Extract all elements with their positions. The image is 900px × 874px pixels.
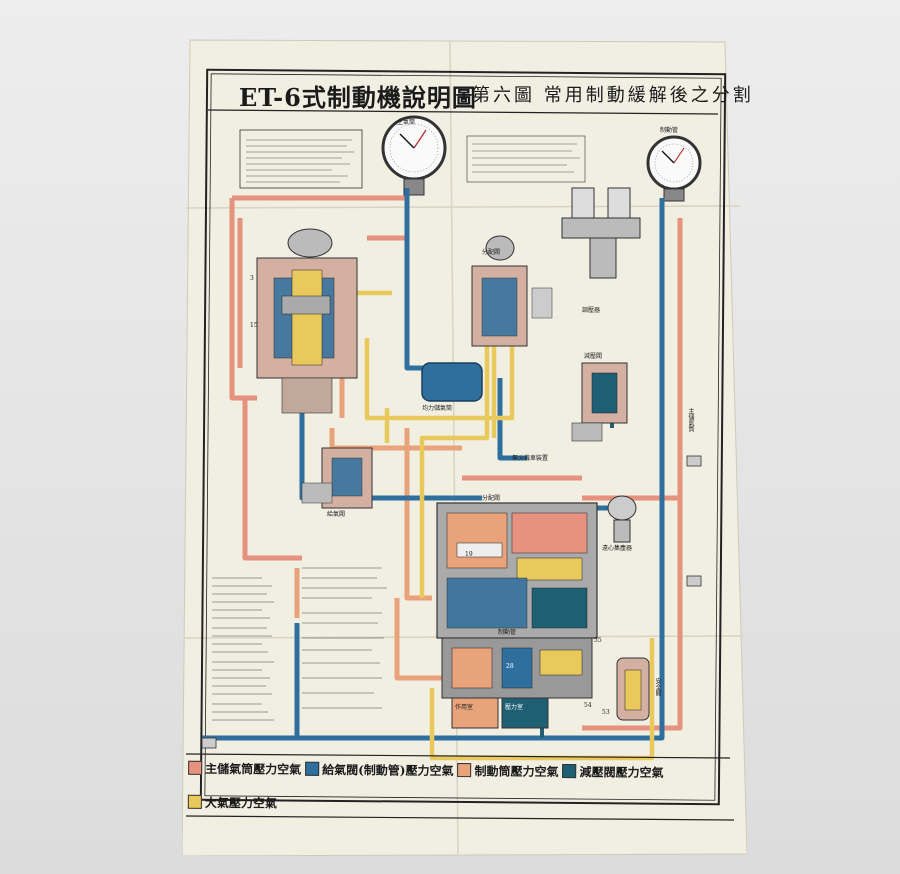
safety-valve [616, 657, 650, 721]
gauge-left [381, 115, 447, 196]
callout-55: 55 [594, 637, 602, 644]
diagram-frame [199, 68, 727, 806]
color-legend: 主儲氣筒壓力空氣 給氣閥(制動管)壓力空氣 制動筒壓力空氣 減壓閥壓力空氣 大氣… [184, 756, 716, 819]
legend-label: 主儲氣筒壓力空氣 [205, 761, 302, 777]
legend-rule [185, 753, 731, 759]
distributing-valve-label: 分配閥 [482, 495, 501, 502]
callout-28: 28 [506, 663, 514, 670]
feed-valve-label: 給氣閥 [327, 511, 346, 518]
centrifugal-collector [607, 495, 637, 543]
notes-box [239, 129, 363, 189]
safety-valve-label: 安全閥 [654, 678, 661, 696]
brake-pipe-label: 制動管 [498, 629, 517, 636]
reducing-valve-label: 減壓閥 [584, 353, 603, 360]
cocks-fittings [201, 455, 702, 749]
brake-diagram-poster: ET-6式制動機說明圖 第六圖 常用制動緩解後之分割 主氣筒 制動管 均力儲氣筒… [182, 38, 751, 856]
distributing-valve [436, 502, 598, 729]
parts-list [212, 567, 387, 721]
callout-54: 54 [584, 702, 592, 709]
callout-53: 53 [602, 709, 610, 716]
legend-item: 減壓閥壓力空氣 [562, 762, 664, 780]
poster-subtitle: 第六圖 常用制動緩解後之分割 [472, 85, 754, 106]
legend-item: 給氣閥(制動管)壓力空氣 [305, 760, 454, 778]
notes-lines-right [472, 143, 580, 173]
gauge-right [646, 135, 702, 202]
legend-swatch [188, 760, 203, 775]
legend-swatch [562, 763, 577, 779]
legend-rule-bottom [185, 815, 735, 821]
dead-engine-label: 無火機車裝置 [512, 455, 549, 462]
legend-swatch [457, 763, 472, 778]
title-rule [207, 109, 719, 115]
gauge-right-label: 制動管 [660, 127, 679, 134]
pressure-chamber-label: 壓力室 [505, 704, 524, 711]
legend-swatch [187, 794, 202, 809]
pump-governor [561, 187, 641, 279]
automatic-brake-valve [256, 228, 358, 414]
callout-19: 19 [465, 551, 473, 558]
legend-item: 主儲氣筒壓力空氣 [188, 759, 301, 777]
poster-title: ET-6式制動機說明圖 [239, 83, 477, 112]
brake-cylinder-label: 作用室 [455, 704, 474, 711]
fold-line [185, 205, 741, 209]
legend-label: 大氣壓力空氣 [204, 795, 277, 810]
centrifugal-collector-label: 遠心集塵器 [602, 545, 633, 552]
legend-item: 大氣壓力空氣 [187, 793, 277, 811]
legend-item: 制動筒壓力空氣 [457, 762, 559, 780]
notes-box-right [466, 135, 586, 183]
legend-swatch [305, 761, 320, 776]
legend-label: 給氣閥(制動管)壓力空氣 [322, 762, 454, 778]
atmosphere-pipes [332, 290, 655, 761]
control-reservoir-label: 分配閥 [482, 249, 501, 256]
poster-artwork [182, 39, 747, 856]
legend-label: 制動筒壓力空氣 [474, 763, 559, 779]
feed-valve [301, 447, 373, 509]
callout-15: 15 [250, 322, 258, 329]
callout-3: 3 [250, 275, 254, 282]
gauge-left-label: 主氣筒 [397, 119, 416, 126]
equalizing-reservoir-tank [421, 362, 483, 402]
legend-label: 減壓閥壓力空氣 [579, 764, 664, 780]
pump-governor-label: 調壓器 [582, 307, 601, 314]
independent-brake-valve [471, 235, 553, 347]
notes-lines [246, 139, 354, 183]
reducing-valve [571, 362, 628, 442]
diagram-frame-inner [204, 73, 722, 801]
main-reservoir-label: 主儲氣筒 [687, 408, 694, 432]
equalizing-reservoir-label: 均力儲氣筒 [422, 405, 453, 412]
